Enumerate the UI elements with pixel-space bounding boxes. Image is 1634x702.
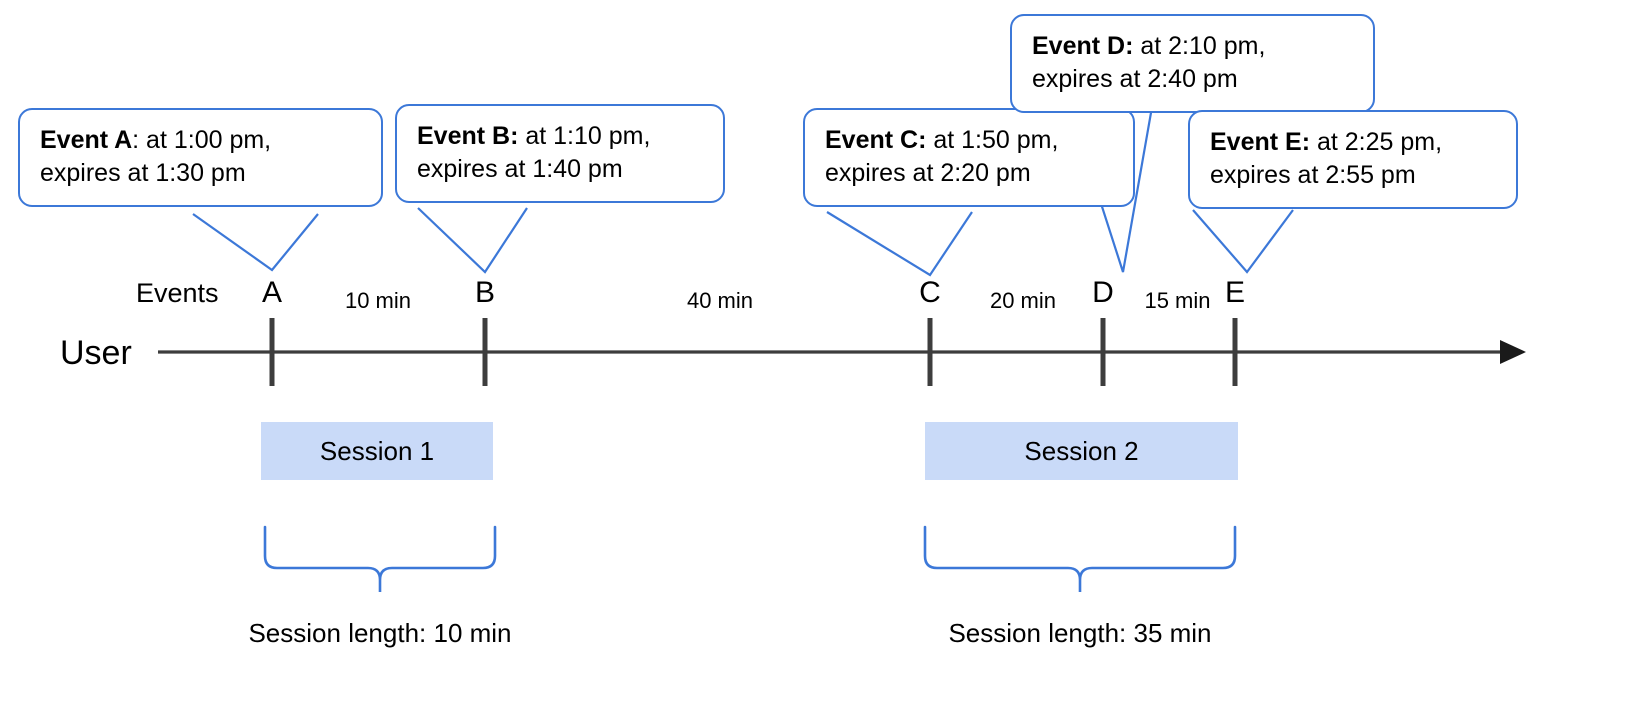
session-bar-2-label: Session 2: [1024, 435, 1139, 466]
callout-c-line1: Event C: at 1:50 pm,: [825, 126, 1058, 154]
callout-d-line1: Event D: at 2:10 pm,: [1032, 32, 1265, 60]
callout-b-bold: Event B:: [417, 122, 519, 150]
marker-label-e: E: [1224, 276, 1245, 309]
callout-event-c[interactable]: Event C: at 1:50 pm, expires at 2:20 pm: [803, 108, 1135, 207]
callout-d-bold: Event D:: [1032, 32, 1134, 60]
gap-label-c-d: 20 min: [989, 288, 1057, 313]
event-tick-marks: [269, 318, 1238, 386]
callout-tail-c: [826, 211, 973, 277]
callout-b-rest: at 1:10 pm,: [518, 122, 651, 150]
marker-label-c: C: [919, 276, 941, 309]
callout-e-line2: expires at 2:55 pm: [1210, 161, 1416, 190]
events-label: Events: [136, 278, 219, 308]
callout-a-line1: Event A: at 1:00 pm,: [40, 126, 271, 154]
timeline-axis: [158, 340, 1526, 364]
callout-e-rest: at 2:25 pm,: [1310, 128, 1443, 156]
session-1-length-label: Session length: 10 min: [248, 618, 512, 648]
marker-label-b: B: [474, 276, 495, 309]
callout-b-line1: Event B: at 1:10 pm,: [417, 122, 650, 150]
callout-event-e[interactable]: Event E: at 2:25 pm, expires at 2:55 pm: [1188, 110, 1518, 209]
callout-tail-a: [192, 213, 319, 272]
callout-tail-e: [1192, 209, 1294, 274]
gap-label-a-b: 10 min: [344, 288, 412, 313]
callout-a-line2: expires at 1:30 pm: [40, 159, 246, 188]
callout-event-a[interactable]: Event A: at 1:00 pm, expires at 1:30 pm: [18, 108, 383, 207]
session-bar-1-label: Session 1: [319, 435, 435, 466]
callout-d-rest: at 2:10 pm,: [1133, 32, 1266, 60]
gap-label-b-c: 40 min: [686, 288, 754, 313]
callout-event-d[interactable]: Event D: at 2:10 pm, expires at 2:40 pm: [1010, 14, 1375, 113]
callout-e-bold: Event E:: [1210, 128, 1311, 156]
session-bar-2[interactable]: Session 2: [925, 422, 1238, 480]
marker-label-d: D: [1092, 276, 1114, 309]
callout-a-rest: : at 1:00 pm,: [132, 126, 272, 154]
callout-b-line2: expires at 1:40 pm: [417, 155, 623, 184]
marker-label-a: A: [261, 276, 282, 309]
callout-tail-b: [417, 207, 528, 274]
callout-e-line1: Event E: at 2:25 pm,: [1210, 128, 1442, 156]
session-2-brace: [923, 525, 1237, 592]
callout-c-bold: Event C:: [825, 126, 927, 154]
axis-row-label-user: User: [60, 334, 132, 372]
callout-c-rest: at 1:50 pm,: [926, 126, 1059, 154]
session-bar-1[interactable]: Session 1: [261, 422, 493, 480]
callout-a-bold: Event A: [40, 126, 133, 154]
callout-d-line2: expires at 2:40 pm: [1032, 65, 1238, 94]
callout-event-b[interactable]: Event B: at 1:10 pm, expires at 1:40 pm: [395, 104, 725, 203]
callout-c-line2: expires at 2:20 pm: [825, 159, 1031, 188]
session-1-brace: [263, 525, 497, 592]
session-2-length-label: Session length: 35 min: [948, 618, 1212, 648]
gap-label-d-e: 15 min: [1144, 288, 1211, 313]
